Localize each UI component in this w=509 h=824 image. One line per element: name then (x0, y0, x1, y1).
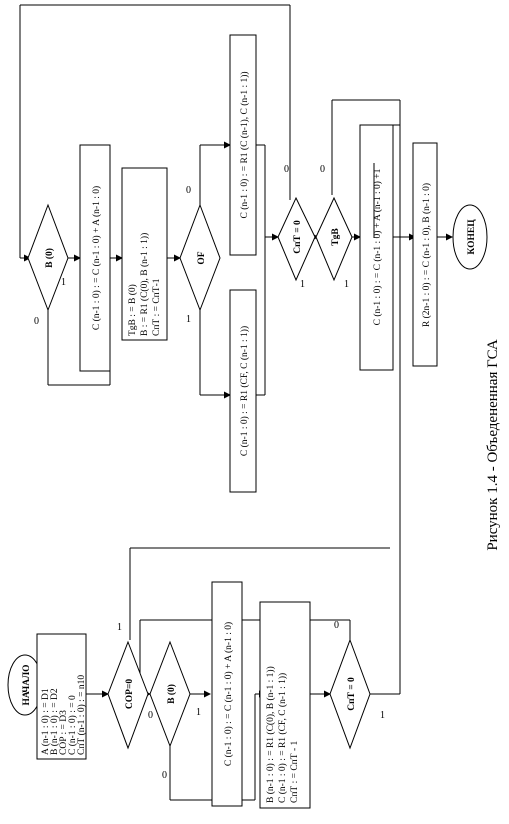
cop-zero: 0 (148, 710, 153, 721)
add-block-right: C (n-1 : 0) : = C (n-1 : 0) + A (n-1 : 0… (359, 124, 394, 371)
spt-lower-zero: 0 (334, 620, 339, 631)
init-line-5: СпТ (n-1 : 0) : = n10 (76, 675, 87, 755)
mid-line-2: B : = R1 (C(0), B (n-1 : 1)) (139, 233, 150, 336)
start-label: НАЧАЛО (22, 664, 32, 705)
spt-decision-lower: СпТ = 0 0 1 (329, 620, 385, 750)
cop-decision: COP=0 1 0 (107, 622, 153, 750)
tgb-one: 1 (344, 279, 349, 290)
init-line-4: C (n-1 : 0) : = 0 (67, 695, 78, 755)
b0-decision-lower: B (0) 1 0 (149, 640, 201, 781)
cop-label: COP=0 (125, 679, 135, 709)
b0-upper-zero: 0 (34, 316, 39, 327)
shift-block-lower: B (n-1 : 0) : = R1 (C(0), B (n-1 : 1)) C… (259, 601, 311, 809)
b0-upper-one: 1 (61, 277, 66, 288)
b0-upper-label: B (0) (44, 248, 55, 268)
mid-line-1: TgB : = B (0) (127, 284, 138, 336)
spt-upper-label: СпТ = 0 (293, 220, 303, 254)
figure-caption: Рисунок 1.4 - Объедененная ГСА (485, 339, 501, 551)
add-block-upper: C (n-1 : 0) : = C (n-1 : 0) + A (n-1 : 0… (79, 144, 111, 372)
tgb-zero: 0 (320, 164, 325, 175)
shift-lower-line-3: СпТ : = СпТ - 1 (290, 741, 300, 803)
tgb-decision: TgB 0 1 (315, 164, 353, 290)
spt-upper-zero: 0 (284, 164, 289, 175)
tgb-label: TgB (331, 228, 341, 246)
of-one: 1 (186, 314, 191, 325)
of-decision: OF 0 1 (179, 185, 221, 325)
shift-cn-block: C (n-1 : 0) : = R1 (C (n-1), C (n-1 : 1)… (229, 34, 257, 256)
shift-lower-line-1: B (n-1 : 0) : = R1 (C(0), B (n-1 : 1)) (265, 666, 276, 803)
b0-lower-label: B (0) (166, 684, 177, 704)
add-right-text: C (n-1 : 0) : = C (n-1 : 0) + A (n-1 : 0… (372, 168, 383, 325)
mid-line-3: СпТ : = СпТ-1 (152, 278, 162, 336)
start-terminal: НАЧАЛО (7, 654, 43, 716)
shift-cf-text: C (n-1 : 0) : = R1 (CF, C (n-1 : 1)) (239, 326, 250, 456)
init-line-1: A (n-1 : 0) : = D1 (40, 688, 51, 755)
spt-upper-one: 1 (300, 279, 305, 290)
spt-decision-upper: СпТ = 0 0 1 (277, 164, 316, 290)
init-line-3: COP : = D3 (59, 710, 69, 755)
b0-lower-zero: 0 (162, 770, 167, 781)
cop-one: 1 (117, 622, 122, 633)
init-block: A (n-1 : 0) : = D1 B (n-1 : 0) : = D2 CO… (36, 633, 87, 760)
tgb-assign-block: TgB : = B (0) B : = R1 (C(0), B (n-1 : 1… (121, 167, 168, 341)
shift-cf-block: C (n-1 : 0) : = R1 (CF, C (n-1 : 1)) (229, 289, 257, 493)
shift-lower-line-2: C (n-1 : 0) : = R1 (CF, C (n-1 : 1)) (277, 673, 288, 803)
result-text: R (2n-1 : 0) : = C (n-1 : 0), B (n-1 : 0… (421, 183, 432, 327)
shift-cn-text: C (n-1 : 0) : = R1 (C (n-1), C (n-1 : 1)… (239, 71, 250, 218)
spt-lower-label: СпТ = 0 (347, 677, 357, 711)
of-label: OF (197, 251, 207, 264)
end-terminal: КОНЕЦ (452, 204, 488, 270)
end-label: КОНЕЦ (467, 219, 477, 255)
of-zero: 0 (186, 185, 191, 196)
result-block: R (2n-1 : 0) : = C (n-1 : 0), B (n-1 : 0… (412, 142, 438, 367)
b0-decision-upper: B (0) 1 0 (27, 203, 69, 327)
spt-lower-one: 1 (380, 710, 385, 721)
add-lower-text: C (n-1 : 0) : = C (n-1 : 0) + A (n-1 : 0… (223, 622, 234, 766)
init-line-2: B (n-1 : 0) : = D2 (49, 688, 60, 755)
add-block-lower: C (n-1 : 0) : = C (n-1 : 0) + A (n-1 : 0… (211, 581, 243, 807)
add-upper-text: C (n-1 : 0) : = C (n-1 : 0) + A (n-1 : 0… (91, 186, 102, 330)
b0-lower-one: 1 (196, 707, 201, 718)
